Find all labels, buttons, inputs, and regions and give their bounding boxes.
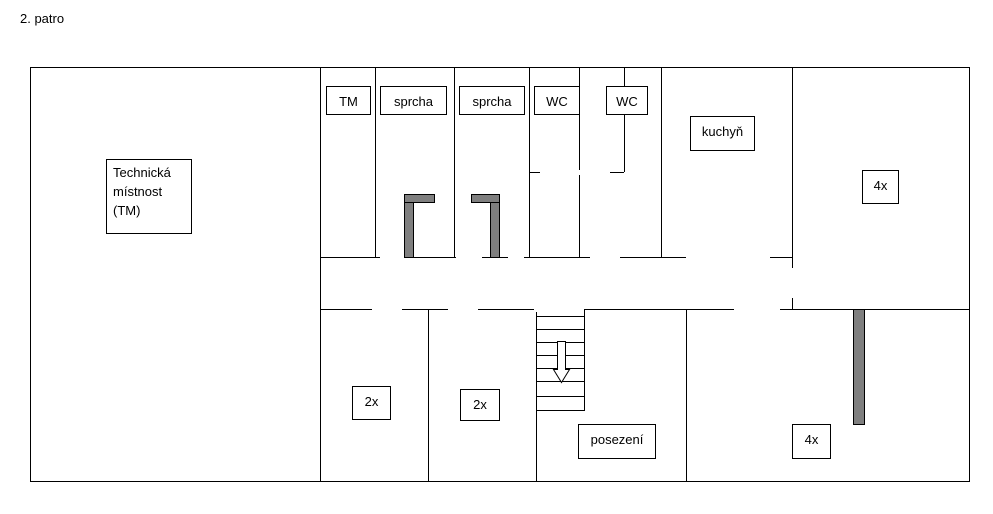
- partition-block: [853, 309, 865, 425]
- room-label-kuchyn: kuchyň: [690, 116, 755, 151]
- door-gap: [508, 255, 524, 260]
- door-gap: [734, 307, 780, 312]
- door-gap: [686, 255, 770, 260]
- room-label-sprcha-2: sprcha: [459, 86, 525, 115]
- room-label-tm: TM: [326, 86, 371, 115]
- door-gap: [790, 268, 795, 298]
- shower-fixture: [490, 194, 500, 258]
- shower-fixture: [404, 194, 414, 258]
- room-label-posezeni: posezení: [578, 424, 656, 459]
- room-label-wc-1: WC: [534, 86, 580, 115]
- shower-fixture: [471, 194, 500, 203]
- room-label-4x-top: 4x: [862, 170, 899, 204]
- room-label-2x-left: 2x: [352, 386, 391, 420]
- shower-fixture: [404, 194, 435, 203]
- down-arrow-icon: [552, 341, 571, 384]
- room-label-sprcha-1: sprcha: [380, 86, 447, 115]
- door-gap: [534, 307, 584, 312]
- door-gap: [590, 255, 620, 260]
- room-label-4x-bottom: 4x: [792, 424, 831, 459]
- room-label-technical: Technická místnost (TM): [106, 159, 192, 234]
- door-gap: [380, 255, 404, 260]
- door-gap: [372, 307, 402, 312]
- outer-wall: [30, 67, 970, 482]
- door-gap: [456, 255, 482, 260]
- page-title: 2. patro: [20, 11, 65, 26]
- door-gap: [448, 307, 478, 312]
- door-gap: [540, 170, 610, 175]
- room-label-2x-mid: 2x: [460, 389, 500, 421]
- room-label-wc-2: WC: [606, 86, 648, 115]
